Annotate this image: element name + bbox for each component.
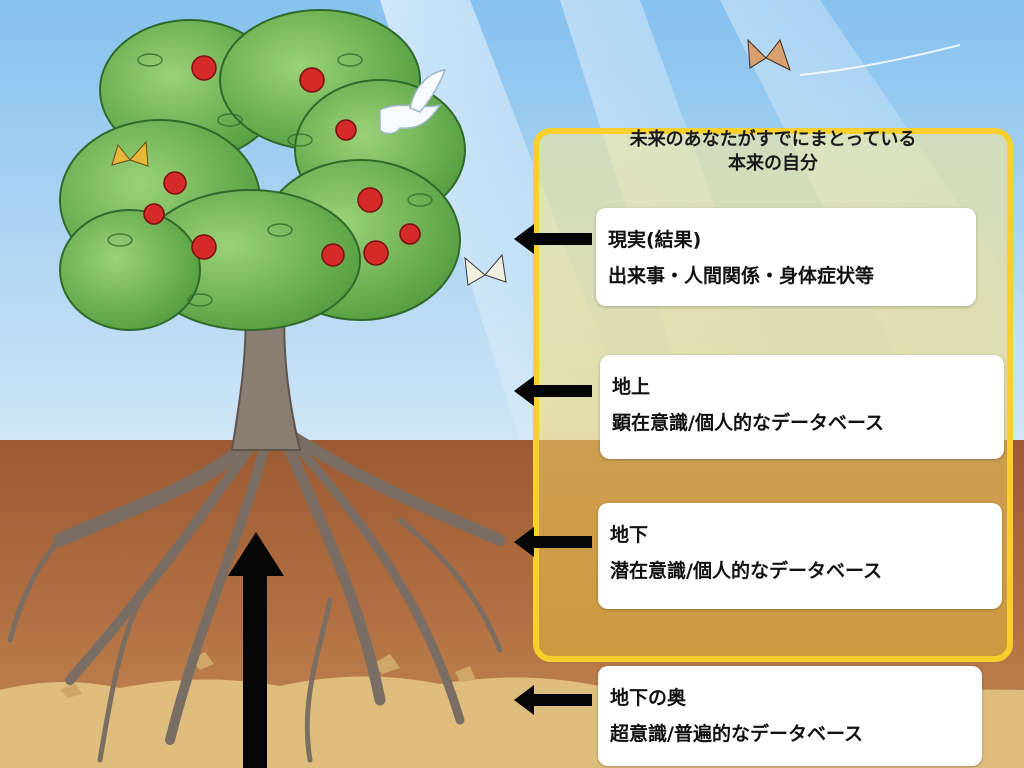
layer-reality-title: 現実(結果) bbox=[608, 229, 702, 251]
left-arrow-icon bbox=[514, 376, 592, 406]
apple-icon bbox=[299, 67, 325, 93]
layer-underground: 地下 潜在意識/個人的なデータベース bbox=[598, 503, 1002, 609]
layer-underground-title: 地下 bbox=[610, 524, 649, 546]
apple-icon bbox=[399, 223, 421, 245]
tree-foliage bbox=[59, 9, 466, 331]
layer-deep-underground: 地下の奥 超意識/普遍的なデータベース bbox=[598, 666, 982, 766]
apple-icon bbox=[335, 119, 357, 141]
apple-icon bbox=[163, 171, 187, 195]
layer-ground: 地上 顕在意識/個人的なデータベース bbox=[600, 355, 1004, 459]
apple-icon bbox=[363, 240, 389, 266]
apple-icon bbox=[191, 55, 217, 81]
layer-reality-detail: 出来事・人間関係・身体症状等 bbox=[608, 265, 875, 287]
butterfly-icon bbox=[747, 38, 791, 71]
frame-title-line2: 本来の自分 bbox=[728, 153, 818, 174]
left-arrow-icon bbox=[514, 685, 592, 715]
tree-roots bbox=[7, 423, 506, 763]
up-arrow-icon bbox=[228, 532, 284, 768]
apple-icon bbox=[321, 243, 345, 267]
dove-icon bbox=[379, 69, 447, 135]
butterfly-icon bbox=[111, 140, 149, 167]
apples bbox=[143, 55, 421, 267]
layer-ground-title: 地上 bbox=[612, 376, 651, 398]
left-arrow-icon bbox=[514, 527, 592, 557]
layer-deep-underground-title: 地下の奥 bbox=[610, 687, 687, 709]
frame-title-line1: 未来のあなたがすでにまとっている bbox=[629, 129, 917, 150]
left-arrow-icon bbox=[514, 224, 592, 254]
flight-trail bbox=[799, 44, 961, 76]
frame-title: 未来のあなたがすでにまとっている 本来の自分 bbox=[540, 128, 1006, 176]
tree-trunk bbox=[230, 299, 302, 451]
leaf-highlights bbox=[107, 53, 433, 307]
layer-underground-detail: 潜在意識/個人的なデータベース bbox=[610, 560, 882, 582]
layer-reality: 現実(結果) 出来事・人間関係・身体症状等 bbox=[596, 208, 976, 306]
apple-icon bbox=[357, 187, 383, 213]
apple-icon bbox=[143, 203, 165, 225]
layer-deep-underground-detail: 超意識/普遍的なデータベース bbox=[610, 723, 863, 745]
butterfly-icon bbox=[464, 253, 507, 286]
layer-ground-detail: 顕在意識/個人的なデータベース bbox=[612, 412, 884, 434]
apple-icon bbox=[191, 234, 217, 260]
